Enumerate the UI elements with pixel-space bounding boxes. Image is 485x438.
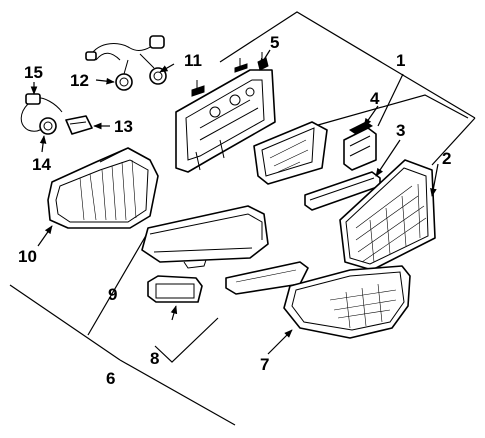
bracket-bottom: [119, 359, 236, 426]
lamp-bezel: [141, 205, 269, 269]
tail-lens: [283, 265, 411, 339]
bracket-left-bottom: [9, 284, 121, 361]
callout-5: 5: [270, 33, 279, 52]
leader-14: [39, 135, 47, 153]
bracket-one: [317, 94, 469, 126]
marker-reflector: [147, 275, 203, 303]
callout-13: 13: [114, 117, 133, 136]
callout-9: 9: [108, 285, 117, 304]
callout-8: 8: [150, 349, 159, 368]
callout-11: 11: [184, 51, 202, 70]
callout-labels: 1 2 3 4 5 6 7 8 9 10 11 12 13 14 15: [18, 33, 451, 388]
callout-2: 2: [442, 149, 451, 168]
callout-15: 15: [24, 63, 43, 82]
side-marker-lens: [253, 121, 328, 185]
socket-wire-lower: [20, 93, 93, 135]
leader-1: [377, 73, 404, 127]
callout-7: 7: [260, 355, 269, 374]
leader-12: [95, 77, 115, 85]
leader-10: [37, 225, 53, 247]
leader-2: [430, 163, 439, 197]
leader-5: [259, 49, 271, 67]
corner-lamp: [47, 147, 159, 229]
headlamp-lens: [339, 159, 436, 271]
callout-10: 10: [18, 247, 37, 266]
bracket-eight: [154, 317, 219, 363]
bracket-top: [219, 11, 476, 119]
leader-4: [363, 105, 379, 127]
headlamp-housing: [175, 52, 276, 173]
leader-7: [267, 329, 293, 355]
leader-3: [375, 139, 401, 177]
callout-1: 1: [396, 51, 405, 70]
callout-12: 12: [70, 71, 89, 90]
bracket-lines: [9, 11, 476, 426]
bracket-nine: [87, 231, 149, 336]
callout-6: 6: [106, 369, 115, 388]
small-lens: [343, 121, 377, 171]
leader-11: [159, 63, 175, 73]
bracket-right: [431, 117, 476, 166]
callout-3: 3: [396, 121, 405, 140]
leader-8-left: [170, 305, 178, 321]
socket-wire-upper: [85, 35, 167, 91]
callout-4: 4: [370, 89, 380, 108]
leader-arrows: [30, 49, 439, 355]
callout-14: 14: [32, 155, 51, 174]
